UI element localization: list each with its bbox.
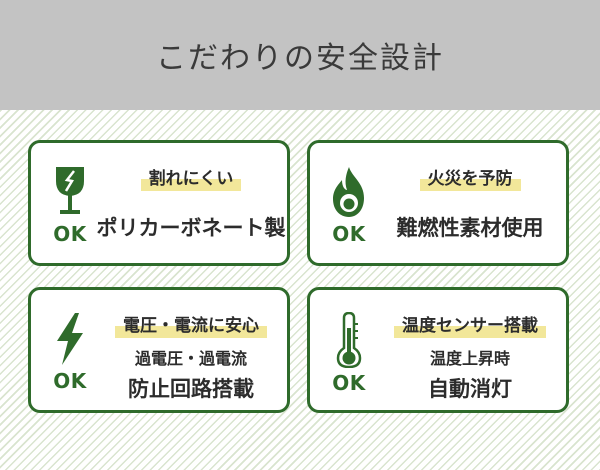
card-heading: 温度センサー搭載 — [382, 308, 558, 340]
card-icon-area: OK — [39, 312, 101, 398]
card-body-line: 難燃性素材使用 — [396, 216, 544, 240]
card-body: 難燃性素材使用 — [382, 201, 558, 253]
ok-label: OK — [332, 371, 366, 395]
card-heading-text: 電圧・電流に安心 — [115, 310, 267, 338]
card-body-line: 自動消灯 — [428, 377, 512, 401]
feature-card-overvoltage: OK 電圧・電流に安心 過電圧・過電流 防止回路搭載 — [28, 287, 290, 413]
card-body-line: 過電圧・過電流 — [134, 349, 247, 368]
card-icon-area: OK — [39, 165, 101, 251]
card-heading-text: 火災を予防 — [419, 163, 521, 191]
card-heading-text: 温度センサー搭載 — [394, 310, 546, 338]
ok-label: OK — [53, 222, 87, 246]
card-heading: 割れにくい — [103, 161, 279, 193]
card-body: 温度上昇時 自動消灯 — [382, 348, 558, 401]
card-body: ポリカーボネート製 — [97, 201, 286, 253]
ok-label: OK — [53, 369, 87, 393]
header-banner: こだわりの安全設計 — [0, 0, 600, 110]
card-icon-area: OK — [318, 312, 380, 398]
card-body: 過電圧・過電流 防止回路搭載 — [103, 348, 279, 401]
feature-card-shatterproof: OK 割れにくい ポリカーボネート製 — [28, 140, 290, 266]
card-heading-text: 割れにくい — [140, 163, 242, 191]
card-body-line: ポリカーボネート製 — [96, 216, 286, 240]
page-title: こだわりの安全設計 — [156, 41, 444, 76]
broken-glass-icon — [56, 167, 84, 214]
feature-card-fire-prevention: OK 火災を予防 難燃性素材使用 — [307, 140, 569, 266]
flame-icon — [333, 167, 364, 217]
feature-card-temperature-sensor: OK 温度センサー搭載 温度上昇時 自動消灯 — [307, 287, 569, 413]
lightning-icon — [57, 313, 83, 365]
card-icon-area: OK — [318, 165, 380, 251]
card-heading: 火災を予防 — [382, 161, 558, 193]
card-body-line: 温度上昇時 — [429, 349, 510, 368]
ok-label: OK — [332, 222, 366, 246]
card-body-line: 防止回路搭載 — [128, 377, 254, 401]
card-heading: 電圧・電流に安心 — [103, 308, 279, 340]
thermometer-icon — [336, 312, 362, 368]
